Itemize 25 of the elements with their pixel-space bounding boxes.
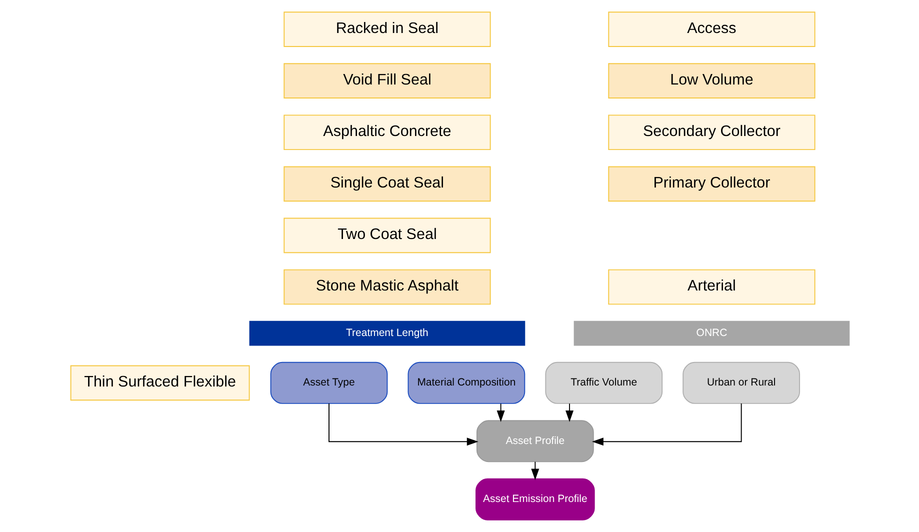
node-box: Asphaltic Concrete — [283, 114, 490, 150]
node-box: Asset Type — [270, 362, 388, 404]
node-box: Asset Profile — [476, 420, 594, 462]
node-box: Single Coat Seal — [283, 166, 490, 202]
node-box: Traffic Volume — [544, 362, 662, 404]
arrow — [565, 403, 574, 422]
arrow — [591, 402, 742, 446]
node-box: Arterial — [608, 269, 815, 305]
arrow — [496, 403, 504, 422]
node-box: Access — [608, 12, 815, 47]
node-box: Stone Mastic Asphalt — [283, 269, 490, 305]
arrow — [530, 461, 539, 480]
node-box: ONRC — [573, 320, 850, 346]
node-box: Primary Collector — [608, 166, 815, 202]
node-box: Material Composition — [407, 362, 525, 404]
node-box: Urban or Rural — [682, 362, 800, 404]
node-box: Racked in Seal — [283, 12, 490, 47]
node-box: Low Volume — [608, 63, 815, 98]
node-box: Secondary Collector — [608, 114, 815, 150]
node-box: Asset Emission Profile — [475, 478, 594, 520]
node-box: Two Coat Seal — [283, 218, 490, 254]
node-box: Treatment Length — [248, 320, 525, 346]
node-box: Void Fill Seal — [283, 63, 490, 98]
arrow — [328, 402, 478, 446]
node-box: Thin Surfaced Flexible — [70, 365, 250, 401]
